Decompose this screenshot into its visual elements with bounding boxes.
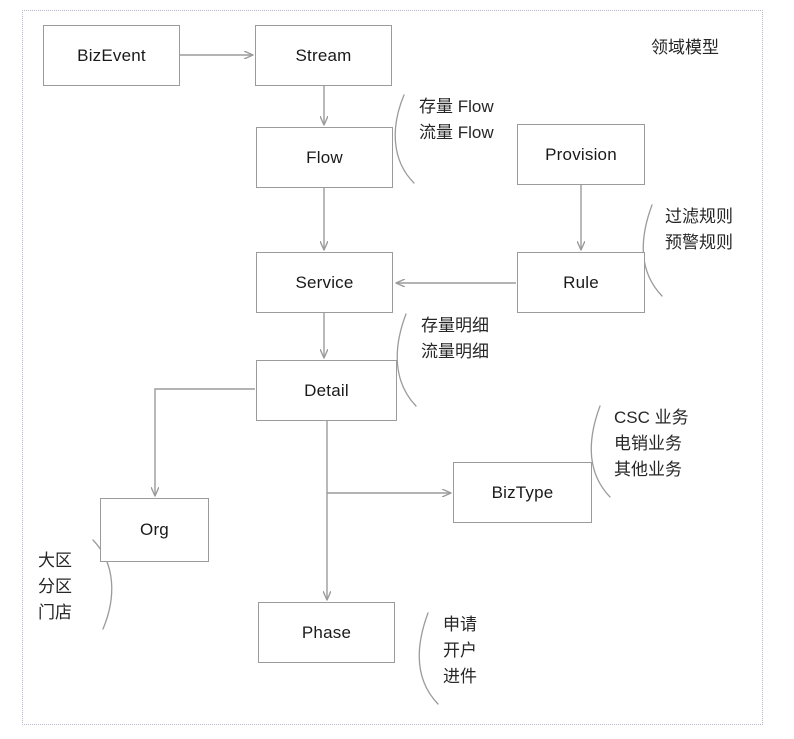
brace-flow-note	[394, 94, 415, 184]
node-biztype-label: BizType	[491, 482, 554, 502]
node-stream-label: Stream	[295, 45, 352, 65]
brace-biztype-note	[590, 405, 611, 498]
node-phase-label: Phase	[301, 622, 352, 642]
node-provision-label: Provision	[545, 144, 617, 164]
node-service-label: Service	[295, 272, 354, 292]
node-rule-label: Rule	[563, 272, 599, 292]
node-detail-label: Detail	[304, 380, 349, 400]
annotation-rule-note: 过滤规则 预警规则	[665, 204, 733, 256]
annotation-biztype-note-line-1: CSC 业务	[614, 408, 689, 427]
brace-rule-note	[642, 204, 663, 297]
annotation-org-note: 大区 分区 门店	[38, 548, 72, 625]
annotation-org-note-line-1: 大区	[38, 551, 72, 570]
annotation-phase-note: 申请 开户 进件	[443, 612, 477, 689]
node-phase[interactable]: Phase	[258, 602, 395, 663]
node-bizevent-label: BizEvent	[77, 45, 146, 65]
node-bizevent[interactable]: BizEvent	[43, 25, 180, 86]
node-detail[interactable]: Detail	[256, 360, 397, 421]
annotation-detail-note-line-1: 存量明细	[421, 316, 489, 335]
node-flow-label: Flow	[306, 147, 343, 167]
node-org-label: Org	[140, 520, 169, 539]
annotation-rule-note-line-2: 预警规则	[665, 232, 733, 252]
annotation-detail-note: 存量明细 流量明细	[421, 313, 489, 365]
diagram-title: 领域模型	[651, 38, 719, 57]
annotation-org-note-line-2: 分区	[38, 576, 72, 596]
annotation-biztype-note-line-2: 电销业务	[614, 433, 682, 453]
annotation-flow-note: 存量 Flow 流量 Flow	[419, 94, 494, 146]
node-flow[interactable]: Flow	[256, 127, 393, 188]
annotation-flow-note-line-2: 流量 Flow	[419, 122, 494, 142]
annotation-org-note-line-3: 门店	[38, 602, 72, 622]
node-biztype[interactable]: BizType	[453, 462, 592, 523]
node-org[interactable]: Org	[100, 498, 209, 562]
brace-org-note	[92, 539, 113, 630]
brace-detail-note	[396, 313, 417, 407]
annotation-rule-note-line-1: 过滤规则	[665, 207, 733, 226]
node-rule[interactable]: Rule	[517, 252, 645, 313]
node-stream[interactable]: Stream	[255, 25, 392, 86]
brace-phase-note	[418, 612, 439, 705]
annotation-biztype-note-line-3: 其他业务	[614, 459, 682, 479]
node-provision[interactable]: Provision	[517, 124, 645, 185]
annotation-flow-note-line-1: 存量 Flow	[419, 97, 494, 116]
node-service[interactable]: Service	[256, 252, 393, 313]
edge-detail-to-org	[155, 388, 255, 496]
annotation-detail-note-line-2: 流量明细	[421, 341, 489, 361]
annotation-biztype-note: CSC 业务 电销业务 其他业务	[614, 405, 689, 482]
annotation-phase-note-line-1: 申请	[443, 615, 477, 634]
annotation-phase-note-line-3: 进件	[443, 666, 477, 686]
annotation-phase-note-line-2: 开户	[443, 640, 477, 660]
